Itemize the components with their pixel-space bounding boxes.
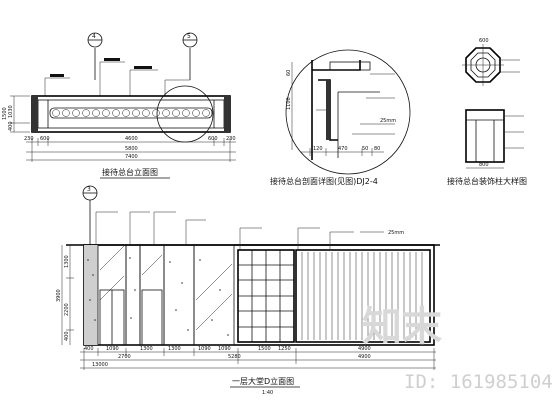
column-dim-1: 800 bbox=[479, 162, 489, 168]
detail-circle bbox=[285, 49, 411, 175]
marker-3-label: 3 bbox=[87, 186, 91, 193]
column-title: 接待总台装饰柱大样图 bbox=[447, 176, 527, 186]
marker-4-label: 4 bbox=[92, 33, 96, 40]
detail-note: 25mm bbox=[380, 118, 396, 124]
detail-side-dim-1: 60 bbox=[286, 70, 292, 76]
side-dim-1: 1030 bbox=[8, 105, 14, 118]
column-elevation bbox=[465, 109, 505, 163]
elev-dim-1: 400 bbox=[84, 346, 94, 352]
elev-dim-3: 1300 bbox=[140, 346, 153, 352]
elev-side-dim-4: 400 bbox=[64, 331, 70, 341]
marker-5-label: 5 bbox=[187, 33, 191, 40]
detail-dim-1: 120 bbox=[313, 146, 323, 152]
detail-dim-2: 470 bbox=[338, 146, 348, 152]
side-dim-2: 400 bbox=[8, 121, 14, 131]
elev-dim-8: 1250 bbox=[278, 346, 291, 352]
watermark-logo: 知末 bbox=[362, 304, 442, 350]
elev-dim-5: 1090 bbox=[198, 346, 211, 352]
elev-mid-dim-2: 5280 bbox=[228, 354, 241, 360]
reception-plan: 4 5 bbox=[2, 32, 236, 179]
elev-dim-4: 1300 bbox=[168, 346, 181, 352]
dim-top-1: 230 bbox=[24, 136, 34, 142]
elev-side-dim-3: 2200 bbox=[64, 303, 70, 316]
elev-dim-2: 1090 bbox=[106, 346, 119, 352]
section-detail: 25mm 60 1100 120 470 50 80 接待总台剖面详图(见图)D… bbox=[270, 49, 411, 186]
detail-title: 接待总台剖面详图(见图)DJ2-4 bbox=[270, 176, 378, 186]
elev-total-dim: 13000 bbox=[92, 362, 108, 368]
detail-callout-circle bbox=[156, 85, 214, 143]
elev-dim-7: 1500 bbox=[258, 346, 271, 352]
elev-dim-6: 1090 bbox=[218, 346, 231, 352]
dim-top-5: 230 bbox=[226, 136, 236, 142]
detail-side-dim-2: 1100 bbox=[286, 97, 292, 110]
dim-total-top: 5800 bbox=[125, 146, 138, 152]
lobby-elevation: 3 bbox=[56, 185, 440, 396]
dim-top-4: 600 bbox=[208, 136, 218, 142]
elev-side-dim-2: 3900 bbox=[56, 289, 62, 302]
side-dim-total: 1500 bbox=[2, 107, 8, 120]
elev-mid-dim-3: 4900 bbox=[358, 354, 371, 360]
watermark: 知末 ID: 161985104 bbox=[362, 304, 553, 393]
elev-dim-9: 4900 bbox=[358, 346, 371, 352]
wood-panel bbox=[295, 249, 431, 343]
elevation-title: 一层大堂D立面图 bbox=[232, 376, 294, 386]
elevation-scale: 1:40 bbox=[262, 390, 273, 396]
elev-mid-dim-1: 2700 bbox=[118, 354, 131, 360]
plan-title: 接待总台立面图 bbox=[102, 167, 158, 177]
wood-slats bbox=[301, 252, 423, 340]
column-detail: 800 600 接待总台装饰柱大样图 bbox=[447, 38, 527, 186]
detail-dim-3: 50 bbox=[362, 146, 368, 152]
elev-side-dim-1: 1300 bbox=[64, 255, 70, 268]
column-dim-2: 600 bbox=[479, 38, 489, 44]
column-plan-octagon bbox=[465, 47, 501, 83]
elev-note: 25mm bbox=[388, 230, 404, 236]
stone-speckle bbox=[87, 257, 229, 336]
dim-top-3: 4600 bbox=[125, 136, 138, 142]
dim-overall: 7400 bbox=[125, 154, 138, 160]
detail-dim-4: 80 bbox=[374, 146, 380, 152]
counter-pattern bbox=[49, 107, 213, 119]
watermark-id: ID: 161985104 bbox=[404, 371, 553, 393]
dim-top-2: 600 bbox=[40, 136, 50, 142]
